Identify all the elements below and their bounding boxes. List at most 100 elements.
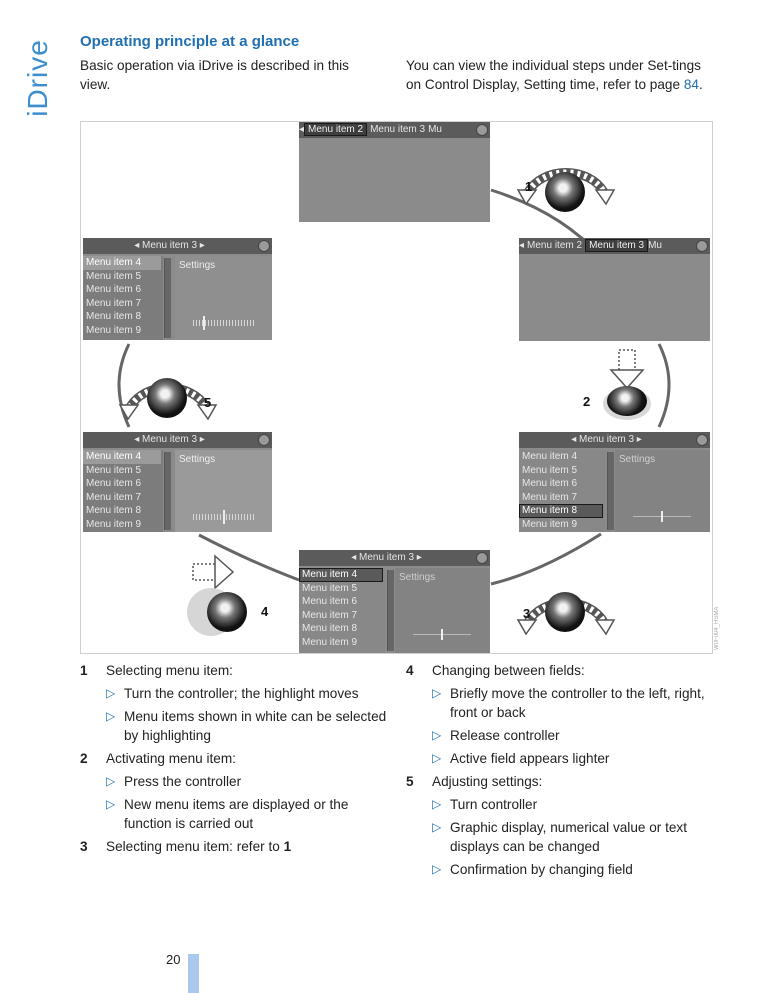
step-title: Activating menu item: bbox=[106, 751, 236, 766]
controller-knob-5 bbox=[147, 378, 187, 418]
bullet-item: ▷Menu items shown in white can be select… bbox=[80, 707, 390, 745]
scrollbar[interactable] bbox=[164, 258, 171, 338]
list-item[interactable]: Menu item 9 bbox=[522, 518, 578, 530]
menu-list: Menu item 4 Menu item 5 Menu item 6 Menu… bbox=[519, 450, 605, 532]
bullet-item: ▷Briefly move the controller to the left… bbox=[406, 684, 716, 722]
press-arrow-2 bbox=[609, 349, 645, 390]
screen-header: ◂ Menu item 3 ▸ bbox=[83, 238, 272, 254]
step-2: 2 Activating menu item: bbox=[80, 749, 390, 768]
settings-pane[interactable]: Settings bbox=[615, 450, 710, 532]
scrollbar[interactable] bbox=[164, 452, 171, 530]
list-item[interactable]: Menu item 9 bbox=[86, 518, 142, 530]
slider-knob[interactable] bbox=[441, 629, 443, 640]
setting-slider[interactable] bbox=[193, 510, 255, 524]
setting-slider[interactable] bbox=[413, 629, 471, 640]
step-title: Selecting menu item: bbox=[106, 663, 233, 678]
triangle-bullet-icon: ▷ bbox=[106, 686, 116, 700]
gear-icon[interactable] bbox=[476, 124, 488, 136]
gear-icon[interactable] bbox=[476, 552, 488, 564]
gear-icon[interactable] bbox=[696, 240, 708, 252]
page-number: 20 bbox=[166, 952, 181, 967]
gear-icon[interactable] bbox=[258, 240, 270, 252]
menu-item-highlighted[interactable]: Menu item 2 bbox=[304, 123, 368, 136]
triangle-bullet-icon: ▷ bbox=[106, 774, 116, 788]
bullet-item: ▷ Press the controller bbox=[80, 772, 390, 791]
bullet-text: Release controller bbox=[450, 728, 560, 743]
menu-item-tab[interactable]: Menu item 2 bbox=[527, 240, 583, 251]
list-item-highlighted[interactable]: Menu item 4 bbox=[299, 568, 383, 582]
menu-list: Menu item 4 Menu item 5 Menu item 6 Menu… bbox=[299, 568, 385, 653]
figure-number-4: 4 bbox=[261, 604, 269, 619]
menu-item-highlighted[interactable]: Menu item 3 bbox=[585, 239, 649, 252]
list-item[interactable]: Menu item 7 bbox=[302, 609, 358, 621]
screen-header: ◂ Menu item 3 ▸ bbox=[83, 432, 272, 448]
gear-icon[interactable] bbox=[258, 434, 270, 446]
list-item[interactable]: Menu item 6 bbox=[522, 478, 578, 490]
settings-pane[interactable]: Settings bbox=[175, 450, 272, 532]
side-tab: iDrive bbox=[18, 30, 58, 125]
list-item[interactable]: Menu item 7 bbox=[86, 491, 142, 503]
bullet-text: Press the controller bbox=[124, 774, 242, 789]
gear-icon[interactable] bbox=[696, 434, 708, 446]
scrollbar[interactable] bbox=[607, 452, 614, 530]
list-item-highlighted[interactable]: Menu item 8 bbox=[519, 504, 603, 518]
list-item[interactable]: Menu item 8 bbox=[86, 311, 142, 323]
list-item[interactable]: Menu item 8 bbox=[86, 505, 142, 517]
list-item[interactable]: Menu item 6 bbox=[302, 596, 358, 608]
setting-slider[interactable] bbox=[193, 316, 255, 330]
list-item[interactable]: Menu item 6 bbox=[86, 478, 142, 490]
intro-right: You can view the individual steps under … bbox=[406, 56, 706, 94]
step-title: Adjusting settings: bbox=[432, 774, 543, 789]
bullet-text: Graphic display, numerical value or text… bbox=[450, 820, 687, 854]
menu-item-truncated[interactable]: Mu bbox=[648, 240, 662, 251]
bullet-text: Confirmation by changing field bbox=[450, 862, 633, 877]
figure-number-5: 5 bbox=[204, 395, 212, 410]
setting-slider[interactable] bbox=[633, 511, 691, 522]
list-item[interactable]: Menu item 4 bbox=[522, 451, 578, 462]
list-item[interactable]: Menu item 9 bbox=[86, 324, 142, 336]
menu-header: ◂ Menu item 3 ▸ bbox=[571, 434, 642, 445]
list-item[interactable]: Menu item 4 bbox=[83, 450, 161, 464]
list-item[interactable]: Menu item 4 bbox=[83, 256, 161, 270]
list-item[interactable]: Menu item 5 bbox=[86, 270, 142, 282]
screen-left-lower-settings: ◂ Menu item 3 ▸ Menu item 4 Menu item 5 … bbox=[83, 432, 272, 532]
menu-item-tab[interactable]: Menu item 3 bbox=[370, 124, 426, 135]
list-item[interactable]: Menu item 9 bbox=[302, 636, 358, 648]
left-arrow-icon: ◂ bbox=[299, 124, 305, 135]
list-item[interactable]: Menu item 5 bbox=[522, 464, 578, 476]
menu-header: ◂ Menu item 3 ▸ bbox=[134, 240, 205, 251]
list-item[interactable]: Menu item 8 bbox=[302, 623, 358, 635]
triangle-bullet-icon: ▷ bbox=[432, 751, 442, 765]
step-title: Changing between fields: bbox=[432, 663, 585, 678]
menu-list: Menu item 4 Menu item 5 Menu item 6 Menu… bbox=[83, 256, 163, 340]
step-number: 2 bbox=[80, 751, 88, 766]
menu-item-truncated[interactable]: Mu bbox=[428, 124, 442, 135]
arc-right bbox=[657, 343, 671, 428]
slider-knob[interactable] bbox=[223, 510, 225, 524]
step-number: 1 bbox=[80, 663, 88, 678]
screen-left-settings: ◂ Menu item 3 ▸ Menu item 4 Menu item 5 … bbox=[83, 238, 272, 340]
page-heading: Operating principle at a glance bbox=[80, 33, 300, 50]
page-reference-link[interactable]: 84 bbox=[683, 77, 699, 92]
bullet-item: ▷Release controller bbox=[406, 726, 716, 745]
screen-bottom-list: ◂ Menu item 3 ▸ Menu item 4 Menu item 5 … bbox=[299, 550, 490, 653]
list-item[interactable]: Menu item 6 bbox=[86, 284, 142, 296]
list-item[interactable]: Menu item 7 bbox=[522, 491, 578, 503]
settings-pane[interactable]: Settings bbox=[395, 568, 490, 653]
settings-pane[interactable]: Settings bbox=[175, 256, 272, 340]
intro-right-text: You can view the individual steps under … bbox=[406, 58, 701, 92]
scrollbar[interactable] bbox=[387, 570, 394, 651]
list-item[interactable]: Menu item 5 bbox=[302, 582, 358, 594]
slider-knob[interactable] bbox=[203, 316, 205, 330]
list-item[interactable]: Menu item 5 bbox=[86, 464, 142, 476]
slider-knob[interactable] bbox=[661, 511, 663, 522]
arc-left bbox=[117, 343, 131, 428]
list-item[interactable]: Menu item 7 bbox=[86, 297, 142, 309]
